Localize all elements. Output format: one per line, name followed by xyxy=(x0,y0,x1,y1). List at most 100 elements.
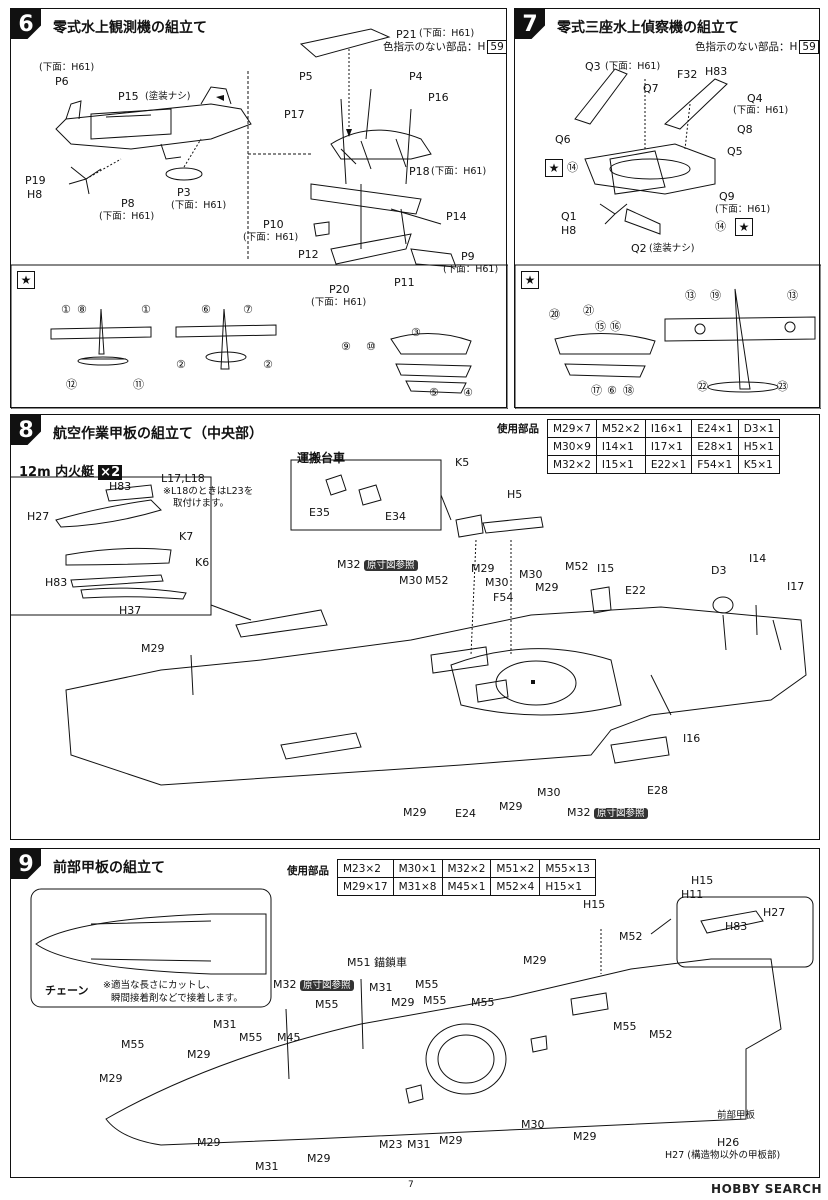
i14-label: I14 xyxy=(749,552,767,565)
chain-note-1: ※適当な長さにカットし、 xyxy=(103,980,216,991)
p6-under-label: (下面：H61) xyxy=(39,62,95,73)
p11-label: P11 xyxy=(394,276,415,289)
chain-note-2: 瞬間接着剤などで接着します。 xyxy=(111,993,243,1004)
i15-label: I15 xyxy=(597,562,615,575)
cart-title: 運搬台車 xyxy=(297,451,346,465)
step-6-number: 6 xyxy=(11,9,41,39)
e34-label: E34 xyxy=(385,510,406,523)
decal-mark: ③ xyxy=(411,326,421,339)
l17-l18-label: L17,L18 xyxy=(161,472,205,485)
p6-label: P6 xyxy=(55,75,69,88)
h27-label-inset: H27 xyxy=(763,906,786,919)
m31d-label: M31 xyxy=(255,1160,279,1173)
p5-label: P5 xyxy=(299,70,313,83)
p18-label: P18 xyxy=(409,165,430,178)
decal-mark: ⑪ xyxy=(133,378,144,391)
d3-label: D3 xyxy=(711,564,727,577)
h15b-label: H15 xyxy=(583,898,606,911)
p17-label: P17 xyxy=(284,108,305,121)
p14-label: P14 xyxy=(446,210,467,223)
q3-label: Q3 xyxy=(585,60,601,73)
m55b-label: M55 xyxy=(315,998,339,1011)
q4-label: Q4 xyxy=(747,92,763,105)
h5-label: H5 xyxy=(507,488,523,501)
step-9-title: 前部甲板の組立て xyxy=(53,860,165,876)
k6-label: K6 xyxy=(195,556,210,569)
step-9-drawing xyxy=(30,888,814,1146)
m55e-label: M55 xyxy=(239,1031,263,1044)
p21-label: P21 xyxy=(396,28,417,41)
q7-label: Q7 xyxy=(643,82,659,95)
m52b-label: M52 xyxy=(565,560,589,573)
m55a-label: M55 xyxy=(415,978,439,991)
m30a-label: M30 xyxy=(399,574,423,587)
h8-label: H8 xyxy=(27,188,43,201)
m29a-label: M29 xyxy=(471,562,495,575)
m31a-label: M31 xyxy=(369,981,393,994)
decal-mark: ⑱ xyxy=(623,384,634,397)
boat-h83b-label: H83 xyxy=(45,576,68,589)
m29d-label: M29 xyxy=(99,1072,123,1085)
m55f-label: M55 xyxy=(121,1038,145,1051)
decal-mark: ⑭ xyxy=(567,161,578,174)
m55g-label: M55 xyxy=(613,1020,637,1033)
p21-under-label: (下面：H61) xyxy=(419,28,475,39)
p3-under-label: (下面：H61) xyxy=(171,200,227,211)
m29h-label: M29 xyxy=(197,1136,221,1149)
m31b-label: M31 xyxy=(213,1018,237,1031)
decal-mark: ⑯ xyxy=(610,320,621,333)
decal-mark: ⑫ xyxy=(66,378,77,391)
decal-star-icon: ★ xyxy=(735,218,753,236)
m29d-label: M29 xyxy=(499,800,523,813)
q4-under-label: (下面：H61) xyxy=(733,105,789,116)
f54-label: F54 xyxy=(493,591,514,604)
m30b-label: M30 xyxy=(485,576,509,589)
e28-label: E28 xyxy=(647,784,668,797)
decal-mark: ② xyxy=(263,358,273,371)
step-7-title: 零式三座水上偵察機の組立て xyxy=(557,20,739,36)
p19-label: P19 xyxy=(25,174,46,187)
p18-under-label: (下面：H61) xyxy=(431,166,487,177)
e35-label: E35 xyxy=(309,506,330,519)
decal-mark: ⑰ xyxy=(591,384,602,397)
decal-mark: ⑮ xyxy=(595,320,606,333)
q9-label: Q9 xyxy=(719,190,735,203)
m55c-label: M55 xyxy=(423,994,447,1007)
step-8-parts-label: 使用部品 xyxy=(497,423,539,435)
decal-mark: ④ xyxy=(463,386,473,399)
decal-mark: ⑳ xyxy=(549,308,560,321)
decal-mark: ㉓ xyxy=(777,380,788,393)
l18-note-1: ※L18のときはL23を xyxy=(163,486,254,497)
h26-label: H26 xyxy=(717,1136,740,1149)
p10-under-label: (下面：H61) xyxy=(243,232,299,243)
decal-mark: ⑧ xyxy=(77,303,87,316)
decal-mark: ⑥ xyxy=(607,384,617,397)
m29g-label: M29 xyxy=(307,1152,331,1165)
decal-mark: ⑩ xyxy=(366,340,376,353)
q3-under-label: (下面：H61) xyxy=(605,61,661,72)
h83-label: H83 xyxy=(705,65,728,78)
p8-under-label: (下面：H61) xyxy=(99,211,155,222)
p9-label: P9 xyxy=(461,250,475,263)
p15-label: P15 xyxy=(118,90,139,103)
page-number: 7 xyxy=(408,1180,414,1190)
p3-label: P3 xyxy=(177,186,191,199)
q8-label: Q8 xyxy=(737,123,753,136)
decal-mark: ① xyxy=(141,303,151,316)
m31c-label: M31 xyxy=(407,1138,431,1151)
m29e-label: M29 xyxy=(403,806,427,819)
h83-label-inset: H83 xyxy=(725,920,748,933)
decal-mark: ⑬ xyxy=(685,289,696,302)
boat-h27-label: H27 xyxy=(27,510,50,523)
step-8-drawing xyxy=(11,459,807,786)
p20-under-label: (下面：H61) xyxy=(311,297,367,308)
decal-mark: ㉑ xyxy=(583,304,594,317)
step-6-title: 零式水上観測機の組立て xyxy=(53,20,207,36)
m29b-label: M29 xyxy=(391,996,415,1009)
